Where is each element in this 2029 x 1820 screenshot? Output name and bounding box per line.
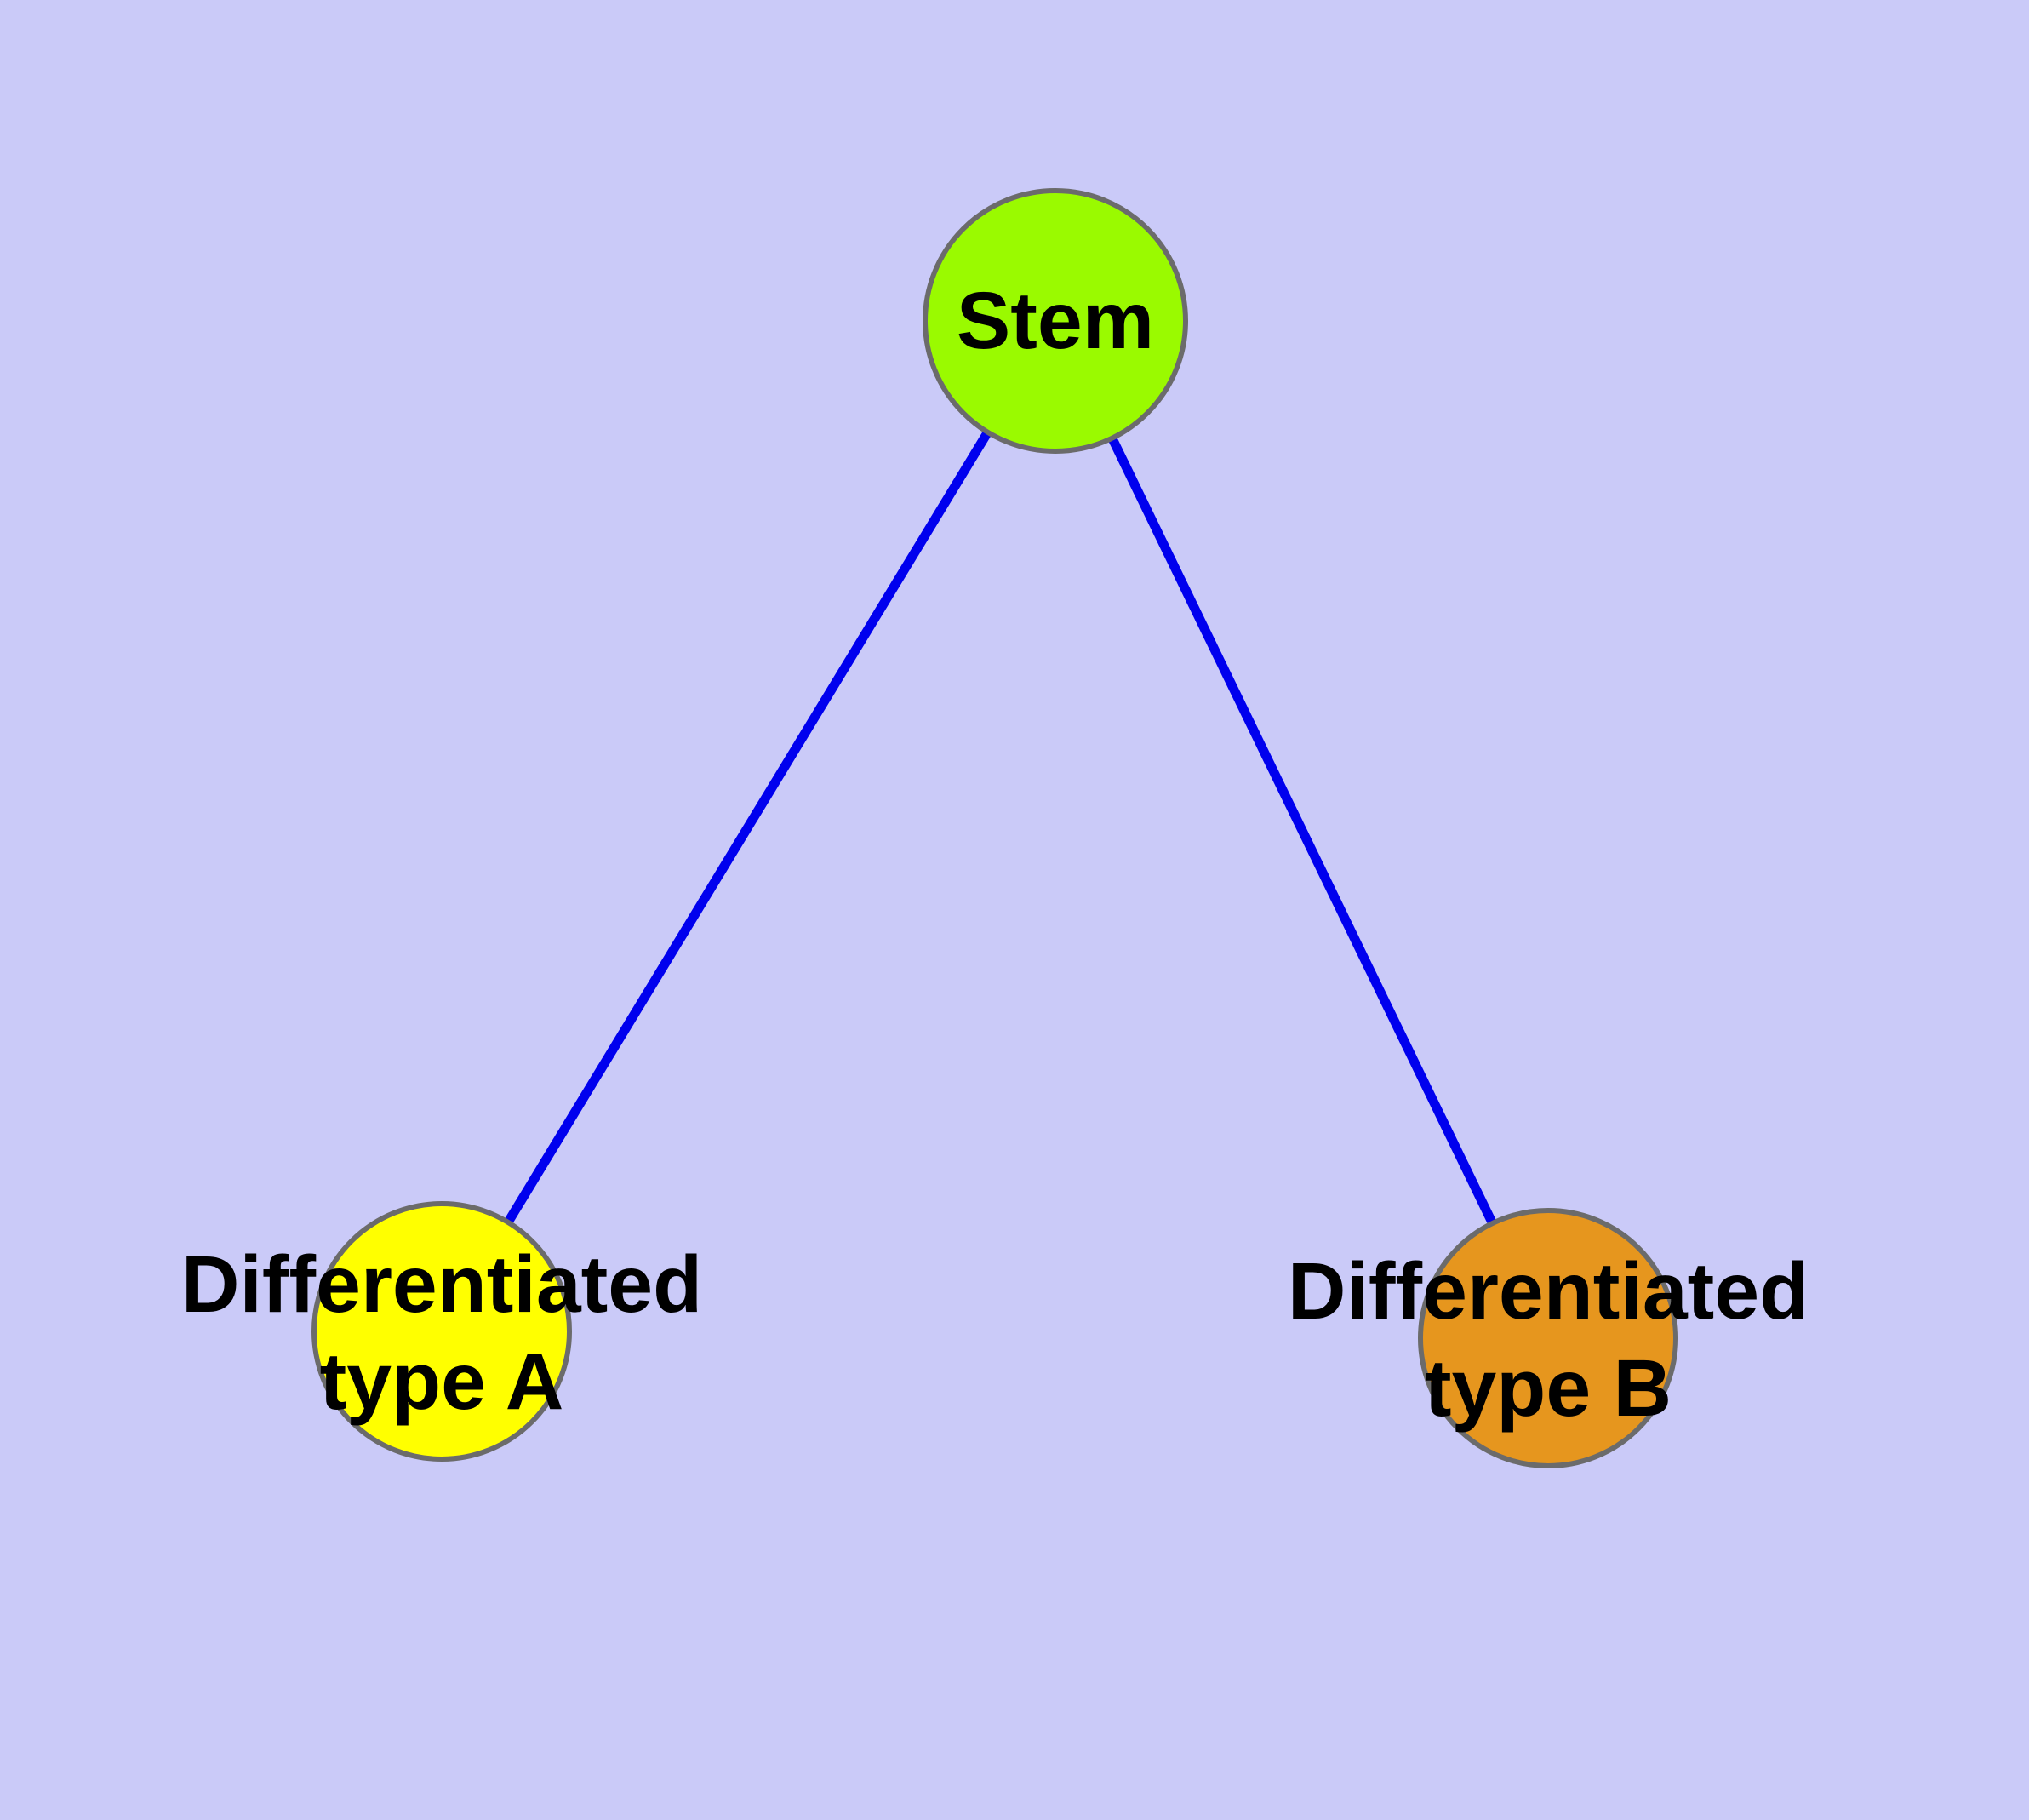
edge-stem-to-type-b	[1051, 318, 1552, 1341]
node-type-a-circle	[311, 1201, 572, 1462]
edge-stem-to-type-a	[437, 318, 1060, 1334]
node-type-b-label-line1: Differentiated	[1288, 1246, 1809, 1336]
node-type-a-label-line2: type A	[320, 1336, 564, 1427]
node-stem-circle	[923, 188, 1188, 454]
node-type-a-label-line1: Differentiated	[181, 1239, 702, 1330]
node-stem-label: Stem	[957, 276, 1154, 366]
node-type-b-label-line2: type B	[1425, 1343, 1672, 1434]
node-type-b-circle	[1418, 1208, 1678, 1468]
